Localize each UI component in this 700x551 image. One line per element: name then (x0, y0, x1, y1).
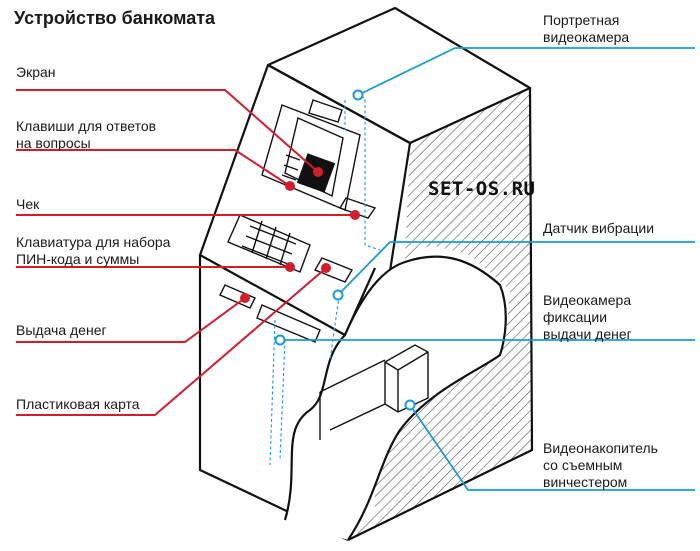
dot-screen (313, 167, 323, 177)
dot-receipt (350, 210, 360, 220)
dot-keypad (285, 262, 295, 272)
label-cash-camera: Видеокамера фиксации выдачи денег (543, 292, 632, 342)
atm-front-details (219, 99, 377, 343)
diagram-title: Устройство банкомата (14, 8, 216, 28)
callout-vibration-sensor (337, 241, 695, 296)
watermark: SET-OS.RU (428, 178, 536, 200)
atm-wiring (269, 94, 381, 466)
label-video-recorder: Видеонакопитель со съемным винчестером (543, 440, 658, 490)
dot-vibration-sensor (332, 289, 344, 301)
atm-internal (319, 344, 429, 440)
dot-video-recorder (404, 399, 416, 411)
label-vibration-sensor: Датчик вибрации (543, 220, 655, 236)
atm-side-panel (348, 88, 532, 540)
right-callout-dots (274, 89, 416, 411)
label-receipt: Чек (16, 196, 40, 212)
left-callout-dots (240, 167, 360, 303)
right-callouts (280, 47, 695, 491)
label-portrait-camera: Портретная видеокамера (543, 12, 630, 45)
dot-cash-dispense (240, 293, 250, 303)
callout-portrait-camera (357, 47, 695, 96)
dot-answer-keys (285, 181, 295, 191)
callout-plastic-card (16, 267, 327, 416)
dot-plastic-card (321, 263, 331, 273)
label-screen: Экран (16, 64, 56, 80)
dot-cash-camera (274, 334, 286, 346)
callout-cash-dispense (16, 297, 246, 343)
callout-answer-keys (16, 149, 291, 187)
dot-portrait-camera (352, 89, 364, 101)
callout-screen (16, 89, 319, 173)
left-callouts (16, 89, 355, 416)
label-plastic-card: Пластиковая карта (16, 396, 140, 412)
label-answer-keys: Клавиши для ответов на вопросы (16, 118, 157, 151)
label-cash-dispense: Выдача денег (16, 322, 107, 338)
label-keypad: Клавиатура для набора ПИН-кода и суммы (16, 234, 171, 267)
callout-video-recorder (409, 404, 695, 491)
